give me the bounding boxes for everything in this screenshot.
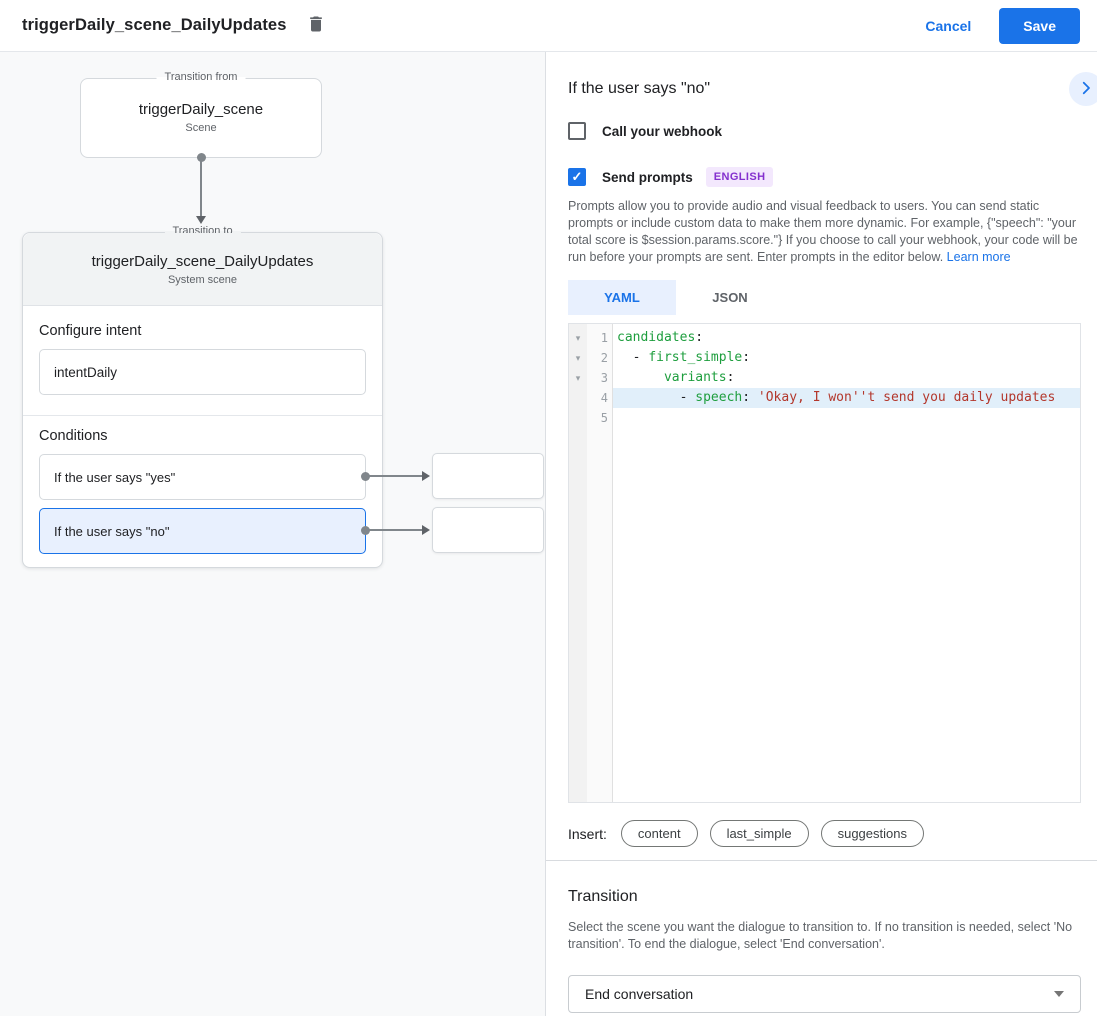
condition-row-no[interactable]: If the user says "no"	[39, 508, 366, 554]
code-line: ▾ 1 candidates:	[569, 328, 1080, 348]
collapse-panel-button[interactable]	[1069, 72, 1097, 106]
intent-value: intentDaily	[54, 364, 118, 380]
condition-no-target-node[interactable]	[432, 507, 544, 553]
insert-label: Insert:	[568, 825, 607, 842]
intent-field[interactable]: intentDaily	[39, 349, 366, 395]
transition-dropdown[interactable]: End conversation	[568, 975, 1081, 1013]
top-bar: triggerDaily_scene_DailyUpdates Cancel S…	[0, 0, 1097, 52]
fold-spacer	[569, 408, 587, 428]
panel-divider	[546, 860, 1097, 861]
condition-yes-label: If the user says "yes"	[54, 469, 176, 485]
send-prompts-row: ✓ Send prompts ENGLISH	[568, 167, 1080, 187]
code-editor-lines: ▾ 1 candidates: ▾ 2 - first_simple: ▾ 3 varian…	[569, 328, 1080, 428]
fold-spacer	[569, 388, 587, 408]
checkmark-icon: ✓	[571, 169, 583, 184]
fold-arrow-icon[interactable]: ▾	[575, 353, 581, 363]
webhook-label: Call your webhook	[602, 123, 723, 139]
transition-description: Select the scene you want the dialogue t…	[568, 920, 1073, 951]
language-badge: ENGLISH	[705, 167, 774, 187]
insert-content-pill[interactable]: content	[620, 820, 698, 847]
conditions-label: Conditions	[39, 428, 108, 444]
condition-no-label: If the user says "no"	[54, 523, 170, 539]
code-text: - speech: 'Okay, I won''t send you daily…	[613, 388, 1080, 408]
editor-fold-gutter	[569, 324, 587, 802]
tab-yaml[interactable]: YAML	[568, 280, 676, 315]
line-number: 2	[600, 351, 608, 365]
condition-row-yes[interactable]: If the user says "yes"	[39, 454, 366, 500]
save-button[interactable]: Save	[999, 7, 1080, 44]
transition-from-node[interactable]: Transition from triggerDaily_scene Scene	[80, 71, 322, 158]
configure-intent-label: Configure intent	[39, 323, 142, 339]
webhook-checkbox[interactable]	[568, 122, 586, 140]
chevron-right-icon	[1077, 79, 1095, 100]
trash-icon	[306, 13, 326, 38]
line-number: 1	[600, 331, 608, 345]
code-line: 5	[569, 408, 1080, 428]
tab-json[interactable]: JSON	[712, 290, 748, 305]
learn-more-link[interactable]: Learn more	[946, 250, 1011, 264]
editor-line-number-gutter	[587, 324, 613, 802]
send-prompts-label: Send prompts	[602, 169, 693, 185]
code-text: - first_simple:	[617, 350, 751, 365]
code-line: 4 - speech: 'Okay, I won''t send you dai…	[569, 388, 1080, 408]
fold-arrow-icon[interactable]: ▾	[575, 373, 581, 383]
transition-from-legend: Transition from	[156, 71, 246, 83]
condition-yes-target-node[interactable]	[432, 453, 544, 499]
webhook-row: Call your webhook	[568, 122, 1080, 140]
transition-to-node: Transition to triggerDaily_scene_DailyUp…	[22, 225, 383, 568]
from-scene-name: triggerDaily_scene	[138, 101, 264, 118]
line-number: 3	[600, 371, 608, 385]
condition-detail-panel: If the user says "no" Call your webhook …	[545, 52, 1097, 1016]
to-scene-name: triggerDaily_scene_DailyUpdates	[91, 253, 314, 270]
code-text: candidates:	[617, 330, 704, 345]
line-number: 4	[600, 391, 608, 405]
code-line: ▾ 3 variants:	[569, 368, 1080, 388]
editor-tabs: YAML JSON	[568, 280, 1080, 315]
insert-last-simple-pill[interactable]: last_simple	[709, 820, 809, 847]
fold-arrow-icon[interactable]: ▾	[575, 333, 581, 343]
code-editor[interactable]: ▾ 1 candidates: ▾ 2 - first_simple: ▾ 3 varian…	[568, 323, 1081, 803]
to-scene-header: triggerDaily_scene_DailyUpdates System s…	[23, 233, 382, 306]
line-number: 5	[600, 411, 608, 425]
from-scene-type: Scene	[185, 122, 217, 134]
code-text	[613, 408, 1080, 428]
transition-dropdown-value: End conversation	[585, 986, 694, 1002]
code-line: ▾ 2 - first_simple:	[569, 348, 1080, 368]
caret-down-icon	[1054, 991, 1064, 997]
page-title: triggerDaily_scene_DailyUpdates	[22, 16, 287, 34]
code-text: variants:	[663, 370, 735, 385]
insert-suggestions-pill[interactable]: suggestions	[820, 820, 924, 847]
scene-graph-canvas: Transition from triggerDaily_scene Scene…	[0, 52, 545, 1016]
to-scene-type: System scene	[167, 274, 238, 286]
panel-title: If the user says "no"	[568, 80, 711, 97]
delete-scene-button[interactable]	[306, 13, 326, 38]
transition-title: Transition	[568, 888, 638, 905]
transition-section: Transition Select the scene you want the…	[568, 888, 1081, 1013]
insert-row: Insert: content last_simple suggestions	[568, 820, 1080, 847]
cancel-button[interactable]: Cancel	[925, 17, 972, 34]
card-divider	[23, 415, 382, 416]
send-prompts-checkbox[interactable]: ✓	[568, 168, 586, 186]
prompts-description: Prompts allow you to provide audio and v…	[568, 199, 1078, 264]
